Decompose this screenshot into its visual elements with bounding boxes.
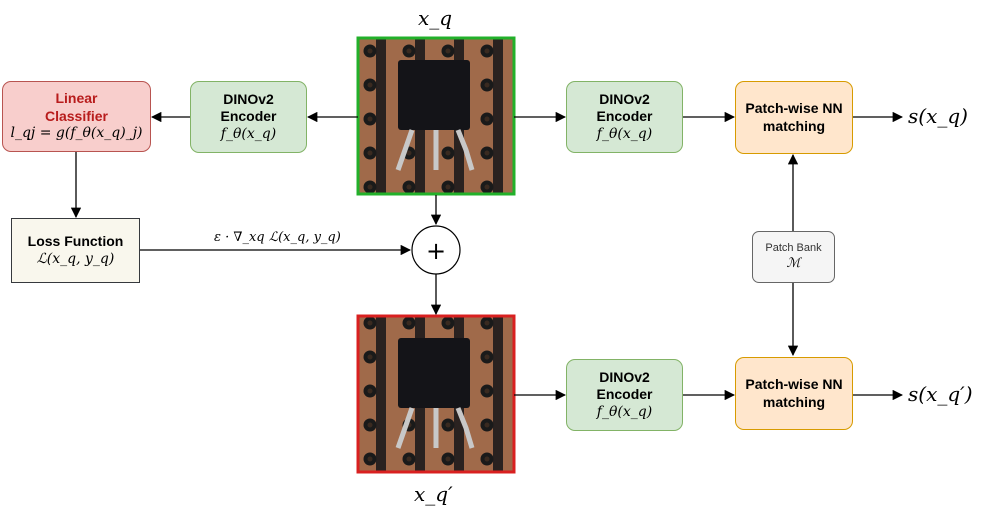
encoder-left-formula: f_θ(x_q) <box>220 125 277 142</box>
matching-bottom-title-2: matching <box>762 393 826 410</box>
matching-top-title: Patch-wise NN <box>745 100 843 116</box>
matching-bottom-title: Patch-wise NN <box>745 376 843 392</box>
encoder-bottom-formula: f_θ(x_q) <box>596 403 653 420</box>
patch-bank-box: Patch Bank ℳ <box>752 231 835 283</box>
adversarial-image <box>356 314 516 474</box>
classifier-title-2: Classifier <box>44 107 109 124</box>
encoder-left-title-2: Encoder <box>220 108 277 125</box>
plus-symbol: + <box>426 237 446 265</box>
transistor-body-icon <box>398 60 470 130</box>
score-bottom: s(x_q′) <box>908 382 973 406</box>
loss-formula: ℒ(x_q, y_q) <box>36 250 115 267</box>
encoder-left-title: DINOv2 <box>223 90 274 107</box>
matching-top-box: Patch-wise NN matching <box>735 81 853 154</box>
connectors <box>70 111 904 401</box>
classifier-formula: l_qj = g(f_θ(x_q)_j) <box>10 125 143 142</box>
matching-bottom-box: Patch-wise NN matching <box>735 357 853 430</box>
encoder-top-title-2: Encoder <box>596 108 653 125</box>
query-image-label: x_q <box>418 6 453 30</box>
encoder-top-box: DINOv2 Encoder f_θ(x_q) <box>566 81 683 153</box>
encoder-bottom-title-2: Encoder <box>596 386 653 403</box>
loss-title: Loss Function <box>27 233 124 249</box>
patch-bank-formula: ℳ <box>786 255 801 271</box>
encoder-top-formula: f_θ(x_q) <box>596 125 653 142</box>
loss-function-box: Loss Function ℒ(x_q, y_q) <box>11 218 140 283</box>
encoder-left-box: DINOv2 Encoder f_θ(x_q) <box>190 81 307 153</box>
transistor-body-icon <box>398 338 470 408</box>
query-image <box>356 36 516 196</box>
score-top: s(x_q) <box>908 104 968 128</box>
encoder-top-title: DINOv2 <box>599 90 650 107</box>
matching-top-title-2: matching <box>762 117 826 134</box>
gradient-label: ε · ∇_xq ℒ(x_q, y_q) <box>214 230 341 245</box>
classifier-title: Linear <box>55 90 98 107</box>
adversarial-image-label: x_q′ <box>414 482 453 506</box>
patch-bank-title: Patch Bank <box>765 242 822 254</box>
linear-classifier-box: Linear Classifier l_qj = g(f_θ(x_q)_j) <box>2 81 151 152</box>
encoder-bottom-box: DINOv2 Encoder f_θ(x_q) <box>566 359 683 431</box>
encoder-bottom-title: DINOv2 <box>599 368 650 385</box>
